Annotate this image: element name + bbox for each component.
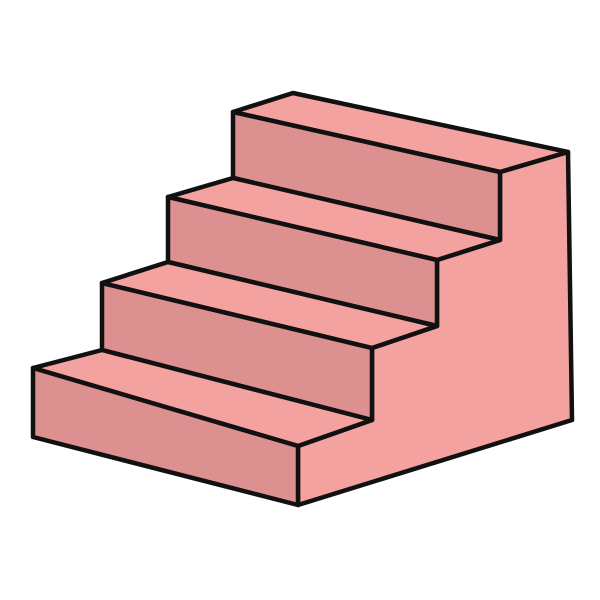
step-1-riser xyxy=(30,365,301,508)
